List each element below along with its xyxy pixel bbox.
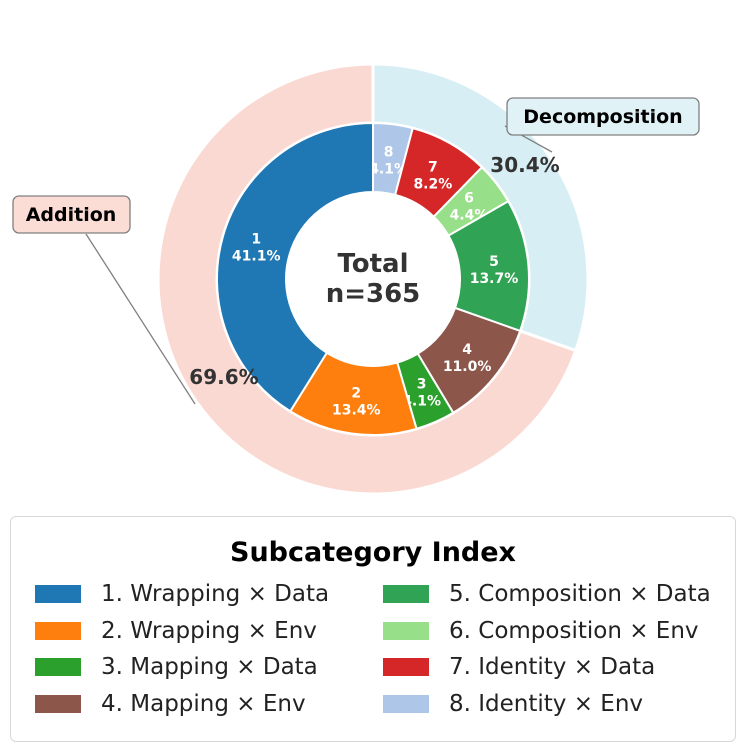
legend-label-4: 4. Mapping × Env: [101, 690, 306, 717]
legend-item-6: 6. Composition × Env: [383, 616, 699, 646]
inner-slice-index-4: 4: [462, 342, 472, 358]
inner-ring: 84.1%78.2%64.4%513.7%411.0%34.1%213.4%14…: [216, 121, 530, 436]
legend-swatch-6: [383, 621, 429, 640]
legend-item-7: 7. Identity × Data: [383, 652, 655, 682]
legend-item-8: 8. Identity × Env: [383, 689, 643, 719]
legend-item-1: 1. Wrapping × Data: [35, 579, 329, 609]
inner-slice-index-5: 5: [489, 254, 499, 270]
legend-label-5: 5. Composition × Data: [449, 581, 711, 607]
inner-slice-index-6: 6: [464, 191, 474, 207]
center-label-total: Total: [337, 249, 408, 279]
legend-item-2: 2. Wrapping × Env: [35, 616, 317, 646]
inner-slice-1: [216, 121, 374, 413]
inner-slice-percent-7: 8.2%: [413, 176, 452, 192]
legend-swatch-8: [383, 694, 429, 713]
legend-title: Subcategory Index: [230, 537, 516, 568]
legend-item-4: 4. Mapping × Env: [35, 689, 306, 719]
callout-label-addition: Addition: [26, 204, 117, 226]
inner-slice-index-2: 2: [351, 385, 361, 401]
inner-slice-percent-8: 4.1%: [369, 162, 408, 178]
callout-box-addition: [12, 195, 131, 234]
legend-label-7: 7. Identity × Data: [449, 654, 656, 680]
inner-slice-index-8: 8: [384, 145, 394, 161]
callout-box-decomposition: [506, 97, 700, 136]
inner-slice-percent-1: 41.1%: [232, 248, 281, 264]
legend-label-1: 1. Wrapping × Data: [101, 581, 330, 607]
outer-percent-decomposition: 30.4%: [490, 153, 559, 177]
inner-slice-percent-5: 13.7%: [470, 271, 519, 287]
outer-labels: 30.4% 69.6%: [189, 153, 559, 389]
inner-slice-percent-4: 11.0%: [443, 359, 492, 375]
legend-label-2: 2. Wrapping × Env: [101, 617, 317, 644]
legend-label-8: 8. Identity × Env: [449, 690, 644, 717]
legend-swatch-7: [383, 658, 429, 676]
legend-item-5: 5. Composition × Data: [383, 579, 711, 609]
inner-slice-percent-3: 4.1%: [402, 393, 441, 409]
legend-label-6: 6. Composition × Env: [449, 617, 699, 644]
legend-swatch-1: [35, 585, 81, 603]
inner-slice-index-1: 1: [251, 231, 261, 247]
callout-line-addition: [85, 233, 196, 405]
callout-label-decomposition: Decomposition: [523, 106, 682, 128]
legend-swatch-5: [383, 585, 429, 603]
outer-percent-addition: 69.6%: [189, 365, 258, 389]
inner-slice-percent-2: 13.4%: [332, 402, 381, 418]
donut-chart: 84.1%78.2%64.4%513.7%411.0%34.1%213.4%14…: [12, 62, 700, 496]
legend-swatch-3: [35, 658, 81, 676]
legend-item-3: 3. Mapping × Data: [35, 652, 318, 682]
legend: Subcategory Index 1. Wrapping × Data 2. W…: [10, 516, 736, 742]
inner-slice-index-3: 3: [417, 376, 427, 392]
legend-swatch-2: [35, 621, 81, 640]
center-label-count: n=365: [326, 279, 421, 309]
legend-label-3: 3. Mapping × Data: [101, 654, 318, 680]
inner-slice-index-7: 7: [428, 159, 438, 175]
legend-swatch-4: [35, 694, 81, 713]
